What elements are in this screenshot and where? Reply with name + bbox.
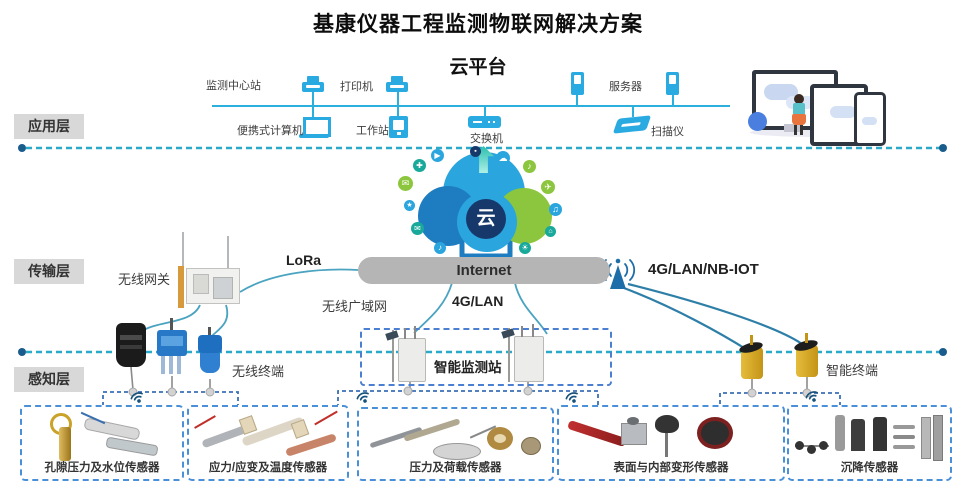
server-label: 服务器 — [609, 81, 642, 93]
sensor-shape — [835, 415, 845, 451]
sensor-shape — [655, 415, 679, 433]
datalogger-device — [116, 323, 146, 367]
laptop-label: 便携式计算机 — [237, 125, 303, 137]
sensor-shape — [487, 427, 513, 450]
app-icon: ♪ — [523, 160, 536, 173]
sensor-shape — [627, 417, 639, 425]
devices-illustration — [746, 66, 896, 146]
sensor-shape — [285, 433, 337, 457]
gateway-pole — [178, 266, 184, 308]
layer-label-transmission: 传输层 — [14, 259, 84, 284]
app-icon: ★ — [404, 200, 415, 211]
phone-illustration — [854, 92, 886, 146]
internet-bar: Internet — [358, 257, 610, 284]
workstation-label: 工作站 — [356, 125, 389, 137]
app-icon: ▶ — [431, 149, 444, 162]
smart-terminal-device — [793, 333, 819, 377]
app-icon: ☀ — [519, 242, 531, 254]
cloud-core-icon: 云 — [466, 199, 506, 239]
sensor-shape — [59, 427, 71, 461]
sensor-shape — [819, 441, 828, 450]
app-icon: ♪ — [434, 242, 446, 254]
monitor-center-label: 监测中心站 — [206, 80, 261, 92]
sensor-box-pressure-load: 压力及荷载传感器 — [357, 407, 554, 481]
wireless-terminal-label: 无线终端 — [232, 364, 285, 379]
smart-terminal-device — [738, 335, 764, 379]
sensor-shape — [893, 435, 915, 439]
gateway-unit — [186, 268, 240, 304]
printer-label: 打印机 — [340, 81, 373, 93]
app-icon: ♫ — [549, 203, 562, 216]
gateway-label: 无线网关 — [118, 272, 171, 287]
server-icon — [571, 72, 584, 95]
sensor-box-pore-pressure: 孔隙压力及水位传感器 — [20, 405, 184, 481]
sensor-shape — [194, 415, 216, 429]
sensor-shape — [921, 417, 931, 459]
sensor-box-deformation: 表面与内部变形传感器 — [557, 405, 785, 481]
sensor-shape — [873, 417, 887, 451]
sensor-shape — [851, 419, 865, 451]
server-icon — [666, 72, 679, 95]
smart-station-label: 智能监测站 — [434, 360, 502, 375]
switch-label: 交换机 — [470, 133, 503, 145]
sphere-illustration — [748, 112, 767, 131]
sensor-shape — [521, 437, 541, 455]
sensor-box-label: 沉降传感器 — [840, 462, 899, 474]
sensor-shape — [314, 410, 338, 426]
sensor-shape — [621, 423, 647, 445]
printer-icon — [386, 76, 408, 92]
page-title: 基康仪器工程监测物联网解决方案 — [313, 13, 643, 36]
sensor-shape — [933, 415, 943, 461]
monitor-stand — [784, 124, 800, 132]
sensor-shape — [807, 445, 816, 454]
layer-label-perception: 感知层 — [14, 367, 84, 392]
wwan-label: 无线广域网 — [322, 299, 388, 314]
app-icon: ⌂ — [545, 226, 556, 237]
sensor-shape — [893, 425, 915, 429]
app-icon: ✚ — [413, 159, 426, 172]
cloud-platform-heading: 云平台 — [449, 57, 507, 78]
sensor-box-label: 压力及荷载传感器 — [409, 462, 502, 474]
lan-label: 4G/LAN — [452, 293, 504, 309]
sensor-shape — [665, 433, 668, 457]
sensor-box-label: 应力/应变及温度传感器 — [208, 462, 328, 474]
smart-station-box — [360, 328, 612, 386]
wifi-icon — [355, 390, 372, 406]
app-icon: ▪ — [470, 146, 481, 157]
workstation-icon — [389, 116, 408, 138]
app-icon: ☁ — [496, 151, 510, 165]
sensor-box-strain-temp: 应力/应变及温度传感器 — [187, 405, 349, 481]
sensor-shape — [290, 419, 310, 439]
sensor-shape — [433, 443, 481, 460]
scanner-label: 扫描仪 — [651, 126, 684, 138]
layer-label-application: 应用层 — [14, 114, 84, 139]
wireless-sensor-device — [198, 327, 222, 379]
lora-label: LoRa — [286, 252, 321, 268]
smart-terminal-label: 智能终端 — [826, 363, 879, 378]
sensor-box-label: 表面与内部变形传感器 — [613, 462, 729, 474]
sensor-shape — [567, 419, 627, 448]
wifi-icon — [564, 390, 581, 406]
app-icon: ✉ — [411, 222, 424, 235]
nbiot-label: 4G/LAN/NB-IOT — [648, 261, 759, 278]
switch-icon — [468, 116, 501, 128]
printer-icon — [302, 76, 324, 92]
wireless-sensor-device — [157, 318, 187, 376]
laptop-icon — [299, 117, 331, 138]
app-icon: ✉ — [398, 176, 413, 191]
sensor-shape — [795, 441, 804, 450]
sensor-box-label: 孔隙压力及水位传感器 — [44, 462, 160, 474]
sensor-shape — [893, 445, 915, 449]
sensor-shape — [697, 417, 733, 449]
app-icon: ✈ — [541, 180, 555, 194]
sensor-box-settlement: 沉降传感器 — [787, 405, 952, 481]
